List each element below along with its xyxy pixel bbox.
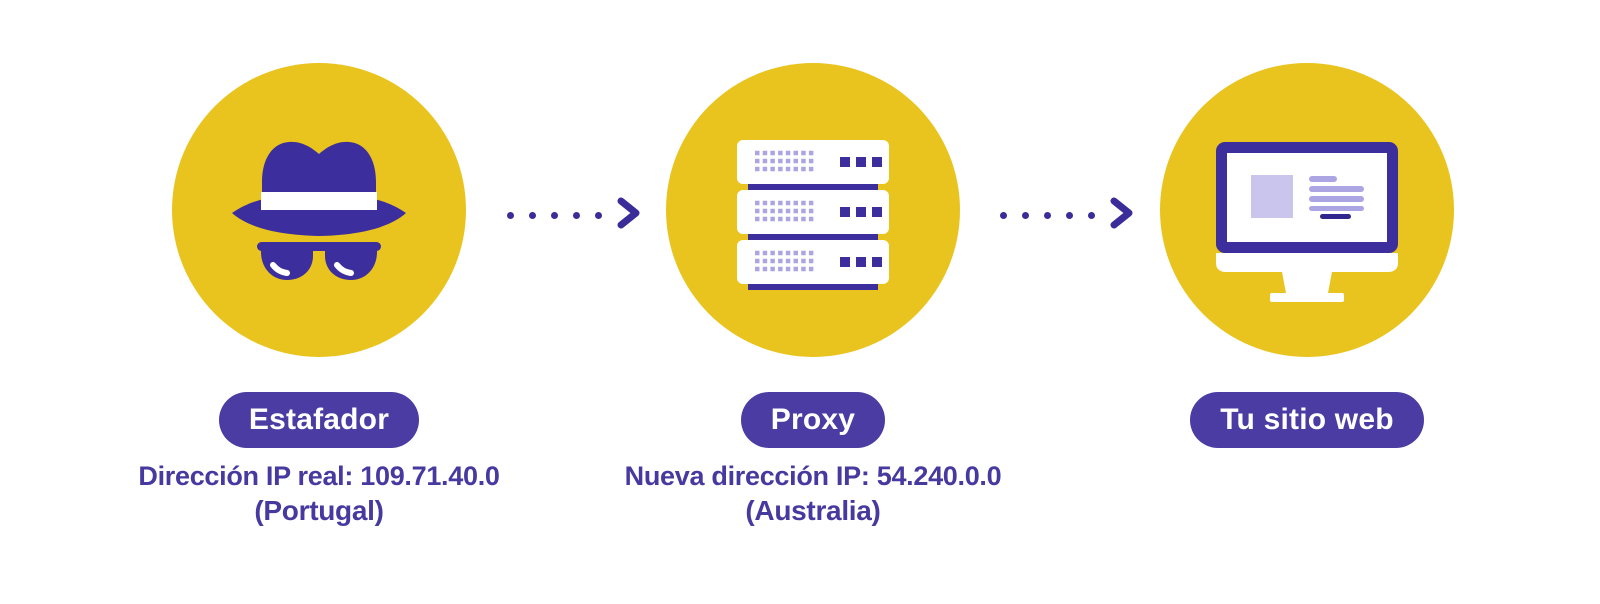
arrow-dot	[1022, 211, 1029, 219]
proxy-ip-text: Nueva dirección IP: 54.240.0.0	[624, 461, 1002, 491]
dotted-arrow-scammer-to-proxy	[507, 197, 641, 234]
arrow-dot	[1044, 211, 1051, 219]
website-circle	[1160, 63, 1454, 357]
arrow-dot	[1000, 211, 1007, 219]
arrow-dot	[595, 211, 602, 219]
monitor-icon	[1216, 130, 1398, 302]
scammer-circle	[172, 63, 466, 357]
scammer-ip-text: Dirección IP real: 109.71.40.0	[138, 461, 500, 491]
scammer-country-text: (Portugal)	[254, 495, 384, 526]
server-icon	[737, 134, 889, 290]
scammer-label-pill: Estafador	[218, 392, 420, 448]
proxy-circle	[666, 63, 960, 357]
arrow-chevron-icon	[617, 197, 641, 234]
arrow-chevron-icon	[1110, 197, 1134, 234]
node-scammer: Estafador Dirección IP real: 109.71.40.0…	[79, 0, 559, 527]
arrow-dot	[507, 211, 514, 219]
arrow-dot	[529, 211, 536, 219]
proxy-country-text: (Australia)	[745, 495, 881, 526]
arrow-dot	[1088, 211, 1095, 219]
arrow-dot	[551, 211, 558, 219]
node-website: Tu sitio web	[1067, 0, 1547, 461]
spy-icon	[231, 137, 407, 283]
website-label-pill: Tu sitio web	[1190, 392, 1424, 448]
arrow-dot	[1066, 211, 1073, 219]
dotted-arrow-proxy-to-website	[1000, 197, 1134, 234]
node-proxy: Proxy Nueva dirección IP: 54.240.0.0 (Au…	[573, 0, 1053, 527]
proxy-label-pill: Proxy	[740, 392, 886, 448]
arrow-dot	[573, 211, 580, 219]
